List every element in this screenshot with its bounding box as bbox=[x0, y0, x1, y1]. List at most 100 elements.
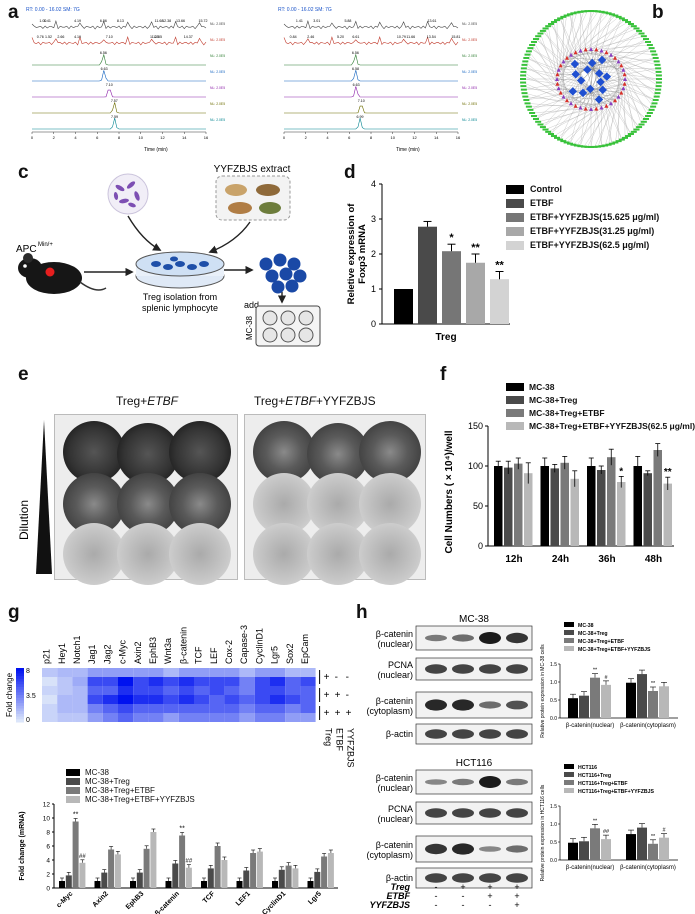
blot-band bbox=[425, 634, 447, 642]
heat-mark: + bbox=[324, 708, 330, 719]
scale-bar-segment bbox=[16, 713, 24, 718]
h-bar bbox=[590, 828, 600, 860]
network-node-target bbox=[618, 138, 625, 141]
g-bar bbox=[172, 863, 179, 888]
h-sig: ** bbox=[651, 834, 656, 840]
peak-label: 4.19 bbox=[74, 35, 81, 39]
network-node-core bbox=[596, 77, 605, 87]
network-node-compound bbox=[558, 90, 563, 95]
panel-label-c: c bbox=[18, 162, 29, 183]
blot-cond-mark: - bbox=[435, 891, 438, 901]
g-bar bbox=[243, 870, 250, 888]
blot-cond-label: Treg bbox=[391, 882, 411, 892]
scale-bar-segment bbox=[16, 681, 24, 685]
h-bar bbox=[568, 698, 578, 718]
h-bar bbox=[601, 839, 611, 860]
heat-row-label: ETBF bbox=[335, 728, 345, 752]
heat-cell bbox=[194, 695, 210, 704]
network-node-target bbox=[651, 102, 658, 105]
blot-cond-mark: + bbox=[460, 882, 465, 892]
h-sig: # bbox=[662, 828, 666, 834]
heat-cell bbox=[194, 713, 210, 722]
d-bar bbox=[466, 262, 485, 324]
g-bar bbox=[307, 881, 314, 888]
network-node-compound bbox=[616, 59, 621, 64]
f-y-tick: 150 bbox=[468, 421, 483, 431]
network-node-compound bbox=[622, 72, 627, 77]
g-bar bbox=[207, 868, 214, 888]
dilution-wedge: Dilution bbox=[17, 420, 52, 574]
network-node-compound bbox=[556, 86, 561, 91]
h-legend-label: HCT116 bbox=[578, 765, 597, 771]
heat-gene-label: Hey1 bbox=[57, 643, 67, 664]
network-node-target bbox=[530, 40, 537, 43]
blot-band bbox=[506, 778, 528, 786]
f-bar bbox=[524, 473, 533, 546]
network-node-target bbox=[648, 108, 655, 111]
d-y-tick: 2 bbox=[371, 249, 376, 259]
h-legend-label: MC-38+Treg bbox=[578, 631, 608, 637]
blot-band bbox=[506, 700, 528, 710]
network-node-target bbox=[591, 145, 598, 148]
scale-bar-segment bbox=[16, 678, 24, 682]
network-node-compound bbox=[564, 98, 569, 103]
network-node-target bbox=[584, 145, 591, 148]
legend-d-item: Control bbox=[506, 182, 682, 196]
legend-swatch bbox=[506, 184, 524, 194]
heat-cell bbox=[72, 677, 88, 686]
workflow-diagram: YYFZBJS extract APC Min/+ Treg isolation… bbox=[16, 164, 321, 347]
scale-bar-segment bbox=[16, 705, 24, 709]
h-legend-swatch bbox=[564, 630, 574, 635]
g-bar bbox=[201, 881, 207, 888]
chrom-trace-info: NL: 2.0E5 bbox=[210, 70, 225, 74]
blot-cond-mark: + bbox=[514, 891, 519, 901]
network-node-compound bbox=[613, 55, 618, 60]
network-node-target bbox=[627, 22, 634, 25]
chrom-x-tick: 12 bbox=[160, 135, 165, 140]
chrom-trace bbox=[32, 70, 206, 82]
peak-label: 6.61 bbox=[352, 35, 359, 39]
h-y-tick: 0.5 bbox=[550, 698, 557, 704]
heat-mark: - bbox=[346, 672, 349, 683]
d-y-tick: 3 bbox=[371, 214, 376, 224]
network-node-compound bbox=[589, 47, 593, 51]
g-bar bbox=[327, 853, 334, 888]
blot-band bbox=[479, 632, 501, 644]
heat-cell bbox=[239, 686, 255, 695]
legend-f-item: MC-38 bbox=[506, 380, 682, 393]
peak-label: 1.52 bbox=[45, 35, 52, 39]
scale-bar-segment bbox=[16, 695, 24, 699]
peak-label: 2.66 bbox=[57, 35, 64, 39]
network-node-target bbox=[535, 35, 542, 38]
heat-cell bbox=[102, 668, 118, 677]
network-node-target bbox=[560, 140, 567, 143]
heat-cell bbox=[270, 668, 286, 677]
panel-label-h: h bbox=[356, 602, 368, 623]
f-bar bbox=[504, 467, 513, 546]
legend-swatch bbox=[506, 395, 524, 404]
network-node-target bbox=[654, 63, 661, 66]
network-node-target bbox=[545, 25, 552, 28]
g-y-tick: 12 bbox=[43, 802, 51, 809]
blot-cond-mark: + bbox=[487, 891, 492, 901]
legend-swatch bbox=[66, 787, 80, 794]
heat-cell bbox=[133, 677, 149, 686]
chrom-right-header: RT: 0.00 - 16.02 SM: 7G bbox=[278, 7, 332, 13]
g-bar bbox=[256, 851, 263, 888]
blot-row-label: β-catenin bbox=[376, 629, 413, 639]
western-blot-h: MC-38β-catenin(nuclear)PCNA(nuclear)β-ca… bbox=[366, 614, 533, 910]
legend-swatch bbox=[66, 778, 80, 785]
heat-cell bbox=[133, 686, 149, 695]
scale-bar-segment bbox=[16, 703, 24, 707]
d-sig: * bbox=[449, 232, 454, 244]
network-node-target bbox=[652, 99, 659, 102]
chrom-x-tick: 4 bbox=[74, 135, 77, 140]
chrom-trace bbox=[32, 102, 206, 114]
blot-cond-mark: - bbox=[435, 882, 438, 892]
g-sig: ** bbox=[73, 812, 79, 819]
network-node-target bbox=[570, 12, 577, 15]
blot-row-label: PCNA bbox=[388, 804, 413, 814]
